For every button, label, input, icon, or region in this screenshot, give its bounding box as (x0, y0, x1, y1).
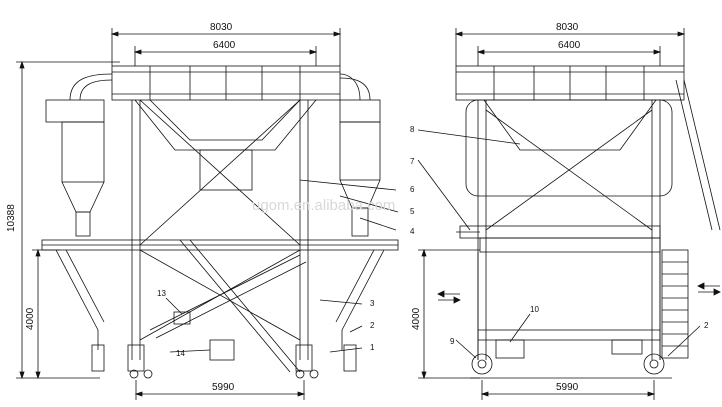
left-bogies (91, 344, 357, 379)
left-top-dimension (110, 28, 342, 66)
right-drive-and-wheels (470, 339, 672, 379)
callout-7: 7 (410, 157, 415, 166)
left-main-legs (131, 99, 309, 360)
callout-2-left: 2 (370, 321, 375, 330)
right-top-hopper (455, 65, 685, 197)
callout-14: 14 (176, 349, 185, 358)
callout-10: 10 (530, 305, 539, 314)
left-deck (41, 239, 399, 251)
right-dim-4000: 4000 (411, 307, 422, 330)
right-top-dimension (454, 28, 686, 66)
callout-6: 6 (410, 185, 415, 194)
right-callouts (417, 129, 701, 359)
right-staircase (661, 79, 721, 359)
right-dim-5990: 5990 (556, 382, 579, 393)
callout-1: 1 (370, 343, 375, 352)
left-dim-4000-left: 4000 (25, 307, 36, 330)
right-bottom-dimension (480, 380, 656, 400)
callout-5: 5 (410, 207, 415, 216)
right-height-dimension (418, 248, 480, 380)
callout-9: 9 (450, 337, 455, 346)
left-callouts (165, 179, 399, 353)
left-dust-collector-right (339, 73, 381, 237)
left-top-hopper (111, 65, 341, 191)
left-dim-10388: 10388 (6, 204, 17, 232)
left-box-14 (209, 339, 235, 361)
right-lower-frame (477, 252, 661, 360)
callout-13: 13 (157, 289, 166, 298)
callout-8: 8 (410, 125, 415, 134)
callout-2-right: 2 (704, 321, 709, 330)
left-inclined-conveyor (149, 239, 307, 373)
right-deck (456, 225, 661, 253)
right-travel-arrows (437, 282, 721, 304)
right-dim-8030: 8030 (556, 22, 579, 33)
callout-4: 4 (410, 227, 415, 236)
left-bottom-dimension (134, 380, 306, 400)
callout-3: 3 (370, 299, 375, 308)
right-dim-6400: 6400 (558, 40, 581, 51)
left-dim-6400: 6400 (213, 40, 236, 51)
left-outriggers (55, 249, 385, 350)
watermark: ugom.en.alibaba.com (252, 197, 395, 214)
right-view: 8030 6400 4000 (410, 22, 721, 400)
left-dim-8030: 8030 (210, 22, 233, 33)
right-main-legs (477, 100, 661, 360)
left-box-13 (173, 311, 191, 325)
left-dust-collector-left (45, 73, 113, 237)
left-view: 8030 6400 10388 4000 (6, 22, 415, 400)
left-dim-5990: 5990 (212, 382, 235, 393)
